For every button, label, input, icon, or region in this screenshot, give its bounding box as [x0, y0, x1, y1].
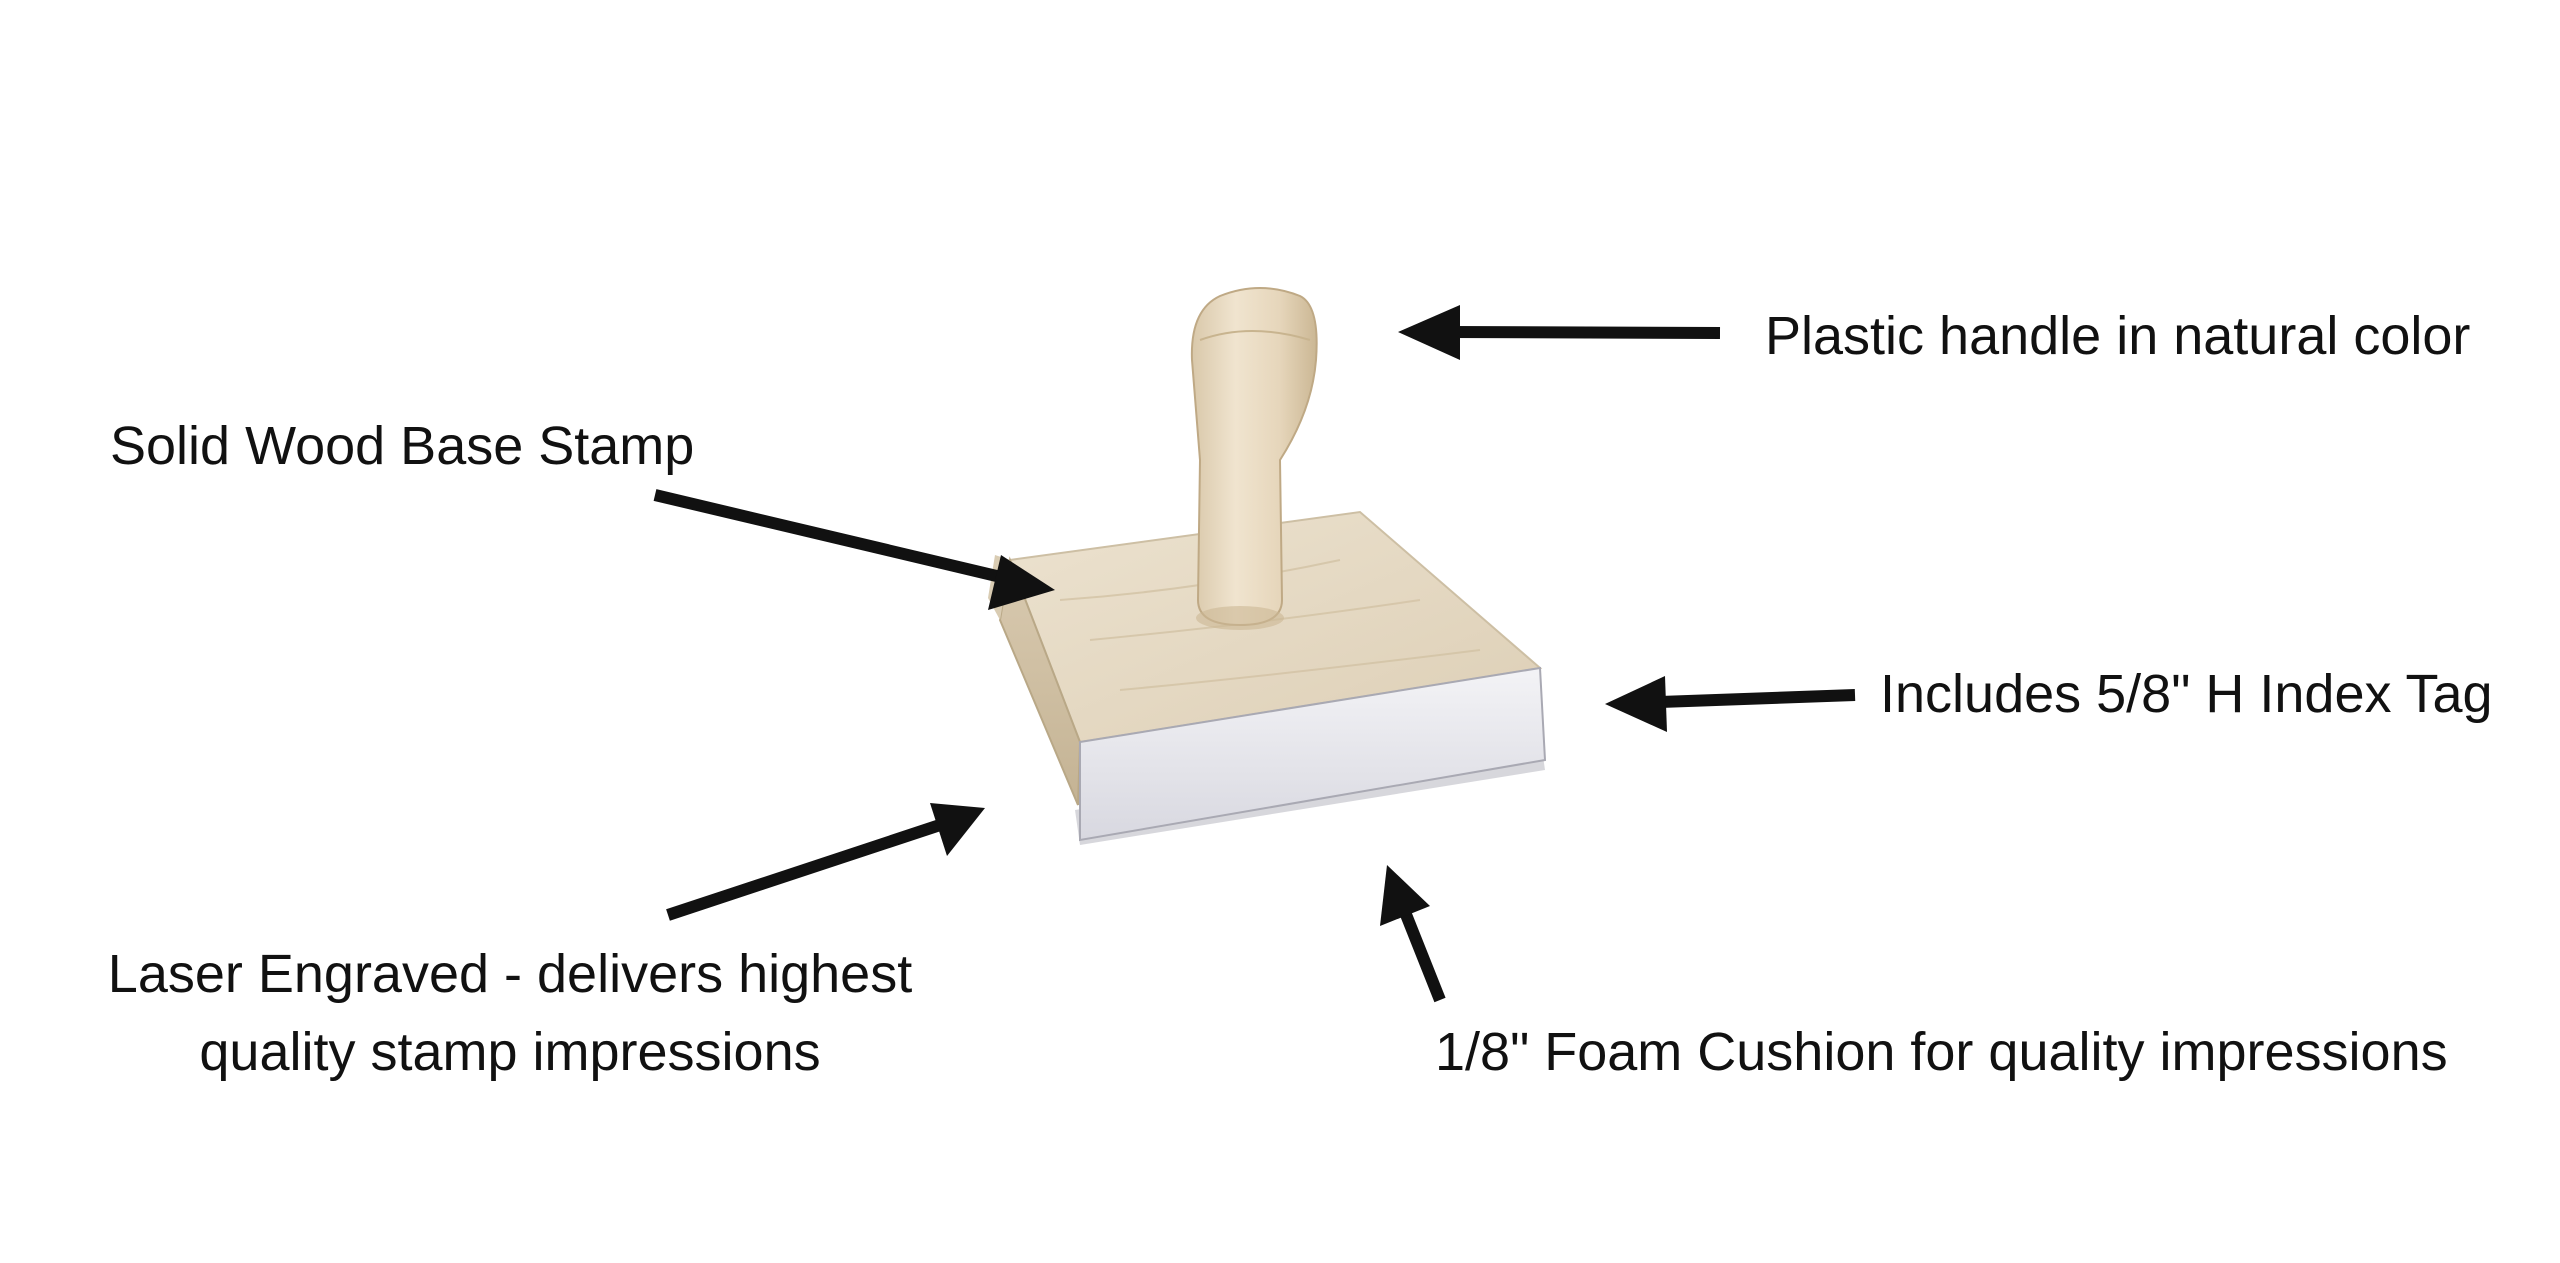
laser-callout-line-1: Laser Engraved - delivers highest — [107, 944, 913, 1004]
arrow-laser — [666, 803, 985, 921]
arrow-handle — [1398, 305, 1721, 360]
handle-callout: Plastic handle in natural color — [1765, 306, 2471, 366]
foam-cushion-callout: 1/8" Foam Cushion for quality impression… — [1435, 1022, 2448, 1082]
arrow-wood-base — [653, 489, 1055, 610]
laser-callout-line-2: quality stamp impressions — [199, 1022, 821, 1082]
arrow-foam — [1380, 865, 1446, 1003]
arrow-index-tag — [1605, 676, 1856, 732]
wood-base-callout: Solid Wood Base Stamp — [110, 416, 695, 476]
index-tag — [1079, 666, 1547, 842]
laser-engraved-callout: Laser Engraved - delivers highest qualit… — [85, 935, 935, 1091]
plastic-handle — [1190, 287, 1318, 630]
index-tag-callout: Includes 5/8" H Index Tag — [1880, 664, 2493, 724]
